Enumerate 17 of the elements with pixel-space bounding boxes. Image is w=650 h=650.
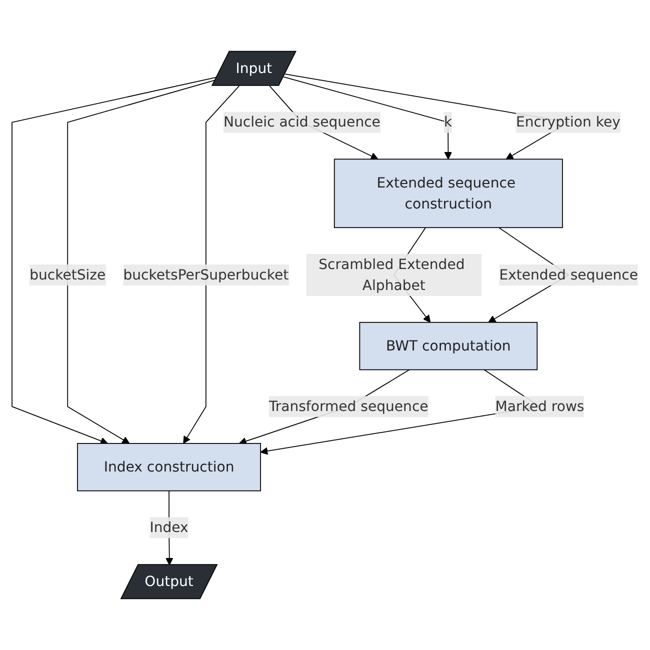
node-box: Index construction [77,443,261,492]
edge-label: Extended sequence [499,266,638,283]
edge-label: Encryption key [516,114,620,130]
edge-label: Scrambled Extended Alphabet [318,256,465,294]
arrow [12,76,218,445]
edge-label: bucketSize [30,266,106,283]
arrow [283,76,452,160]
node-box: Extended sequence construction [334,158,563,228]
edge-label: k [444,114,452,130]
node-box: BWT computation [359,322,538,370]
edge-label: bucketsPerSuperbucket [123,266,289,283]
edge-label: Marked rows [495,398,584,414]
arrow [67,80,216,444]
edge-label: Transformed sequence [268,398,428,414]
edge-label: Nucleic acid sequence [223,114,380,130]
arrow [183,85,240,444]
edge-label: Index [150,518,188,536]
